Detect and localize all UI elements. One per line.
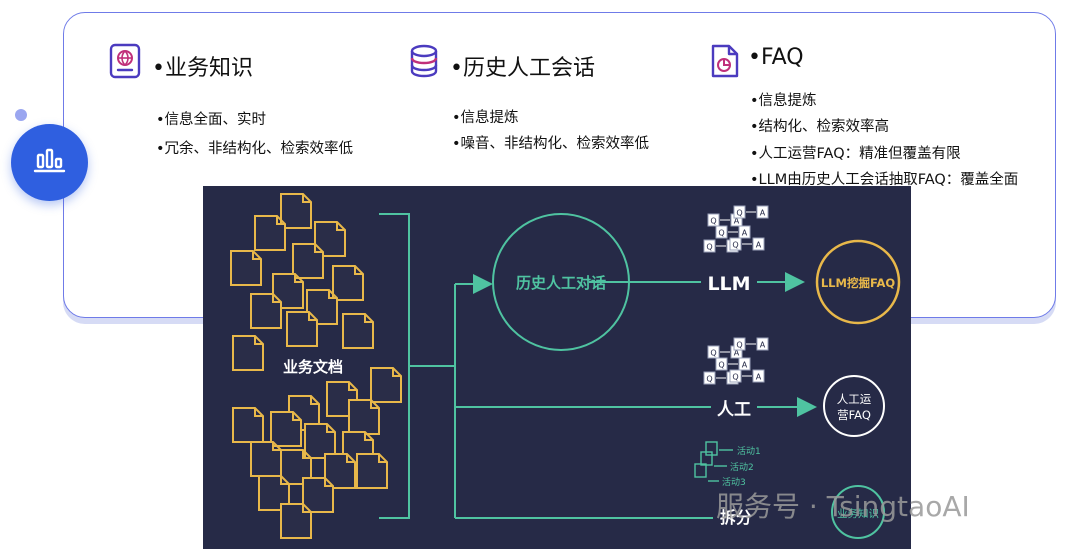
document-icon bbox=[314, 221, 346, 257]
document-icon bbox=[250, 441, 282, 477]
document-icon bbox=[254, 215, 286, 251]
svg-text:A: A bbox=[756, 373, 762, 382]
svg-text:A: A bbox=[756, 241, 762, 250]
document-icon bbox=[258, 475, 290, 511]
decor-dot bbox=[15, 109, 27, 121]
manual-faq-output: 人工运 bbox=[837, 392, 872, 406]
bullet-item: •人工运营FAQ：精准但覆盖有限 bbox=[750, 146, 961, 162]
bullet-item: •结构化、检索效率高 bbox=[750, 119, 890, 135]
svg-text:Q: Q bbox=[732, 241, 738, 250]
svg-text:A: A bbox=[760, 341, 766, 350]
svg-text:A: A bbox=[742, 229, 748, 238]
svg-text:Q: Q bbox=[718, 229, 724, 238]
document-icon bbox=[286, 311, 318, 347]
source-label: 业务文档 bbox=[283, 358, 343, 376]
document-chart-icon bbox=[709, 43, 741, 83]
manual-faq-output-line2: 营FAQ bbox=[837, 408, 871, 422]
svg-text:Q: Q bbox=[710, 349, 716, 358]
split-output: 业务知识 bbox=[837, 507, 879, 520]
document-icon bbox=[356, 453, 388, 489]
column-title-history: •历史人工会话 bbox=[450, 56, 595, 81]
document-icon bbox=[280, 193, 312, 229]
svg-text:Q: Q bbox=[710, 217, 716, 226]
qa-pairs-icon: QAQAQAQAQA bbox=[703, 337, 769, 385]
svg-text:A: A bbox=[742, 361, 748, 370]
document-icon bbox=[292, 243, 324, 279]
bullet-item: •信息提炼 bbox=[750, 93, 817, 109]
globe-document-icon bbox=[108, 43, 142, 83]
document-icon bbox=[280, 449, 312, 485]
activity-label: 活动1 bbox=[737, 445, 761, 457]
document-icon bbox=[230, 250, 262, 286]
llm-faq-output: LLM挖掘FAQ bbox=[821, 276, 896, 290]
dialogue-node-label: 历史人工对话 bbox=[516, 274, 606, 292]
svg-text:Q: Q bbox=[736, 209, 742, 218]
bullet-item: •信息全面、实时 bbox=[156, 112, 267, 128]
document-icon bbox=[348, 399, 380, 435]
manual-label: 人工 bbox=[717, 400, 751, 420]
svg-text:Q: Q bbox=[736, 341, 742, 350]
svg-text:Q: Q bbox=[706, 375, 712, 384]
document-icon bbox=[304, 423, 336, 459]
svg-text:A: A bbox=[760, 209, 766, 218]
bullet-item: •噪音、非结构化、检索效率低 bbox=[452, 136, 650, 152]
document-icon bbox=[342, 313, 374, 349]
bullet-item: •LLM由历史人工会话抽取FAQ：覆盖全面 bbox=[750, 172, 1019, 188]
activity-label: 活动3 bbox=[722, 476, 746, 488]
bullet-item: •冗余、非结构化、检索效率低 bbox=[156, 141, 354, 157]
llm-label: LLM bbox=[707, 273, 750, 295]
split-label: 拆分 bbox=[720, 508, 752, 527]
document-icon bbox=[232, 335, 264, 371]
svg-text:A: A bbox=[734, 349, 740, 358]
qa-pairs-icon: QAQAQAQAQA bbox=[703, 205, 769, 253]
database-icon bbox=[409, 44, 439, 82]
column-title-faq: •FAQ bbox=[748, 45, 804, 70]
svg-text:Q: Q bbox=[718, 361, 724, 370]
document-icon bbox=[232, 407, 264, 443]
bar-chart-icon bbox=[11, 124, 88, 201]
document-icon bbox=[250, 293, 282, 329]
activity-label: 活动2 bbox=[730, 461, 754, 473]
document-icon bbox=[280, 503, 312, 539]
activity-split-icon bbox=[694, 441, 733, 482]
flow-diagram: 业务文档 历史人工对话 LLM LLM挖掘FAQ 人工 人工运 营FAQ 拆分 bbox=[203, 186, 911, 549]
column-title-business: •业务知识 bbox=[152, 56, 253, 81]
document-icon bbox=[332, 265, 364, 301]
bullet-item: •信息提炼 bbox=[452, 110, 519, 126]
watermark: 服务号 · TsingtaoAI bbox=[716, 490, 970, 523]
svg-text:Q: Q bbox=[732, 373, 738, 382]
svg-text:Q: Q bbox=[706, 243, 712, 252]
document-icon bbox=[270, 411, 302, 447]
svg-text:A: A bbox=[734, 217, 740, 226]
document-icon bbox=[370, 367, 402, 403]
